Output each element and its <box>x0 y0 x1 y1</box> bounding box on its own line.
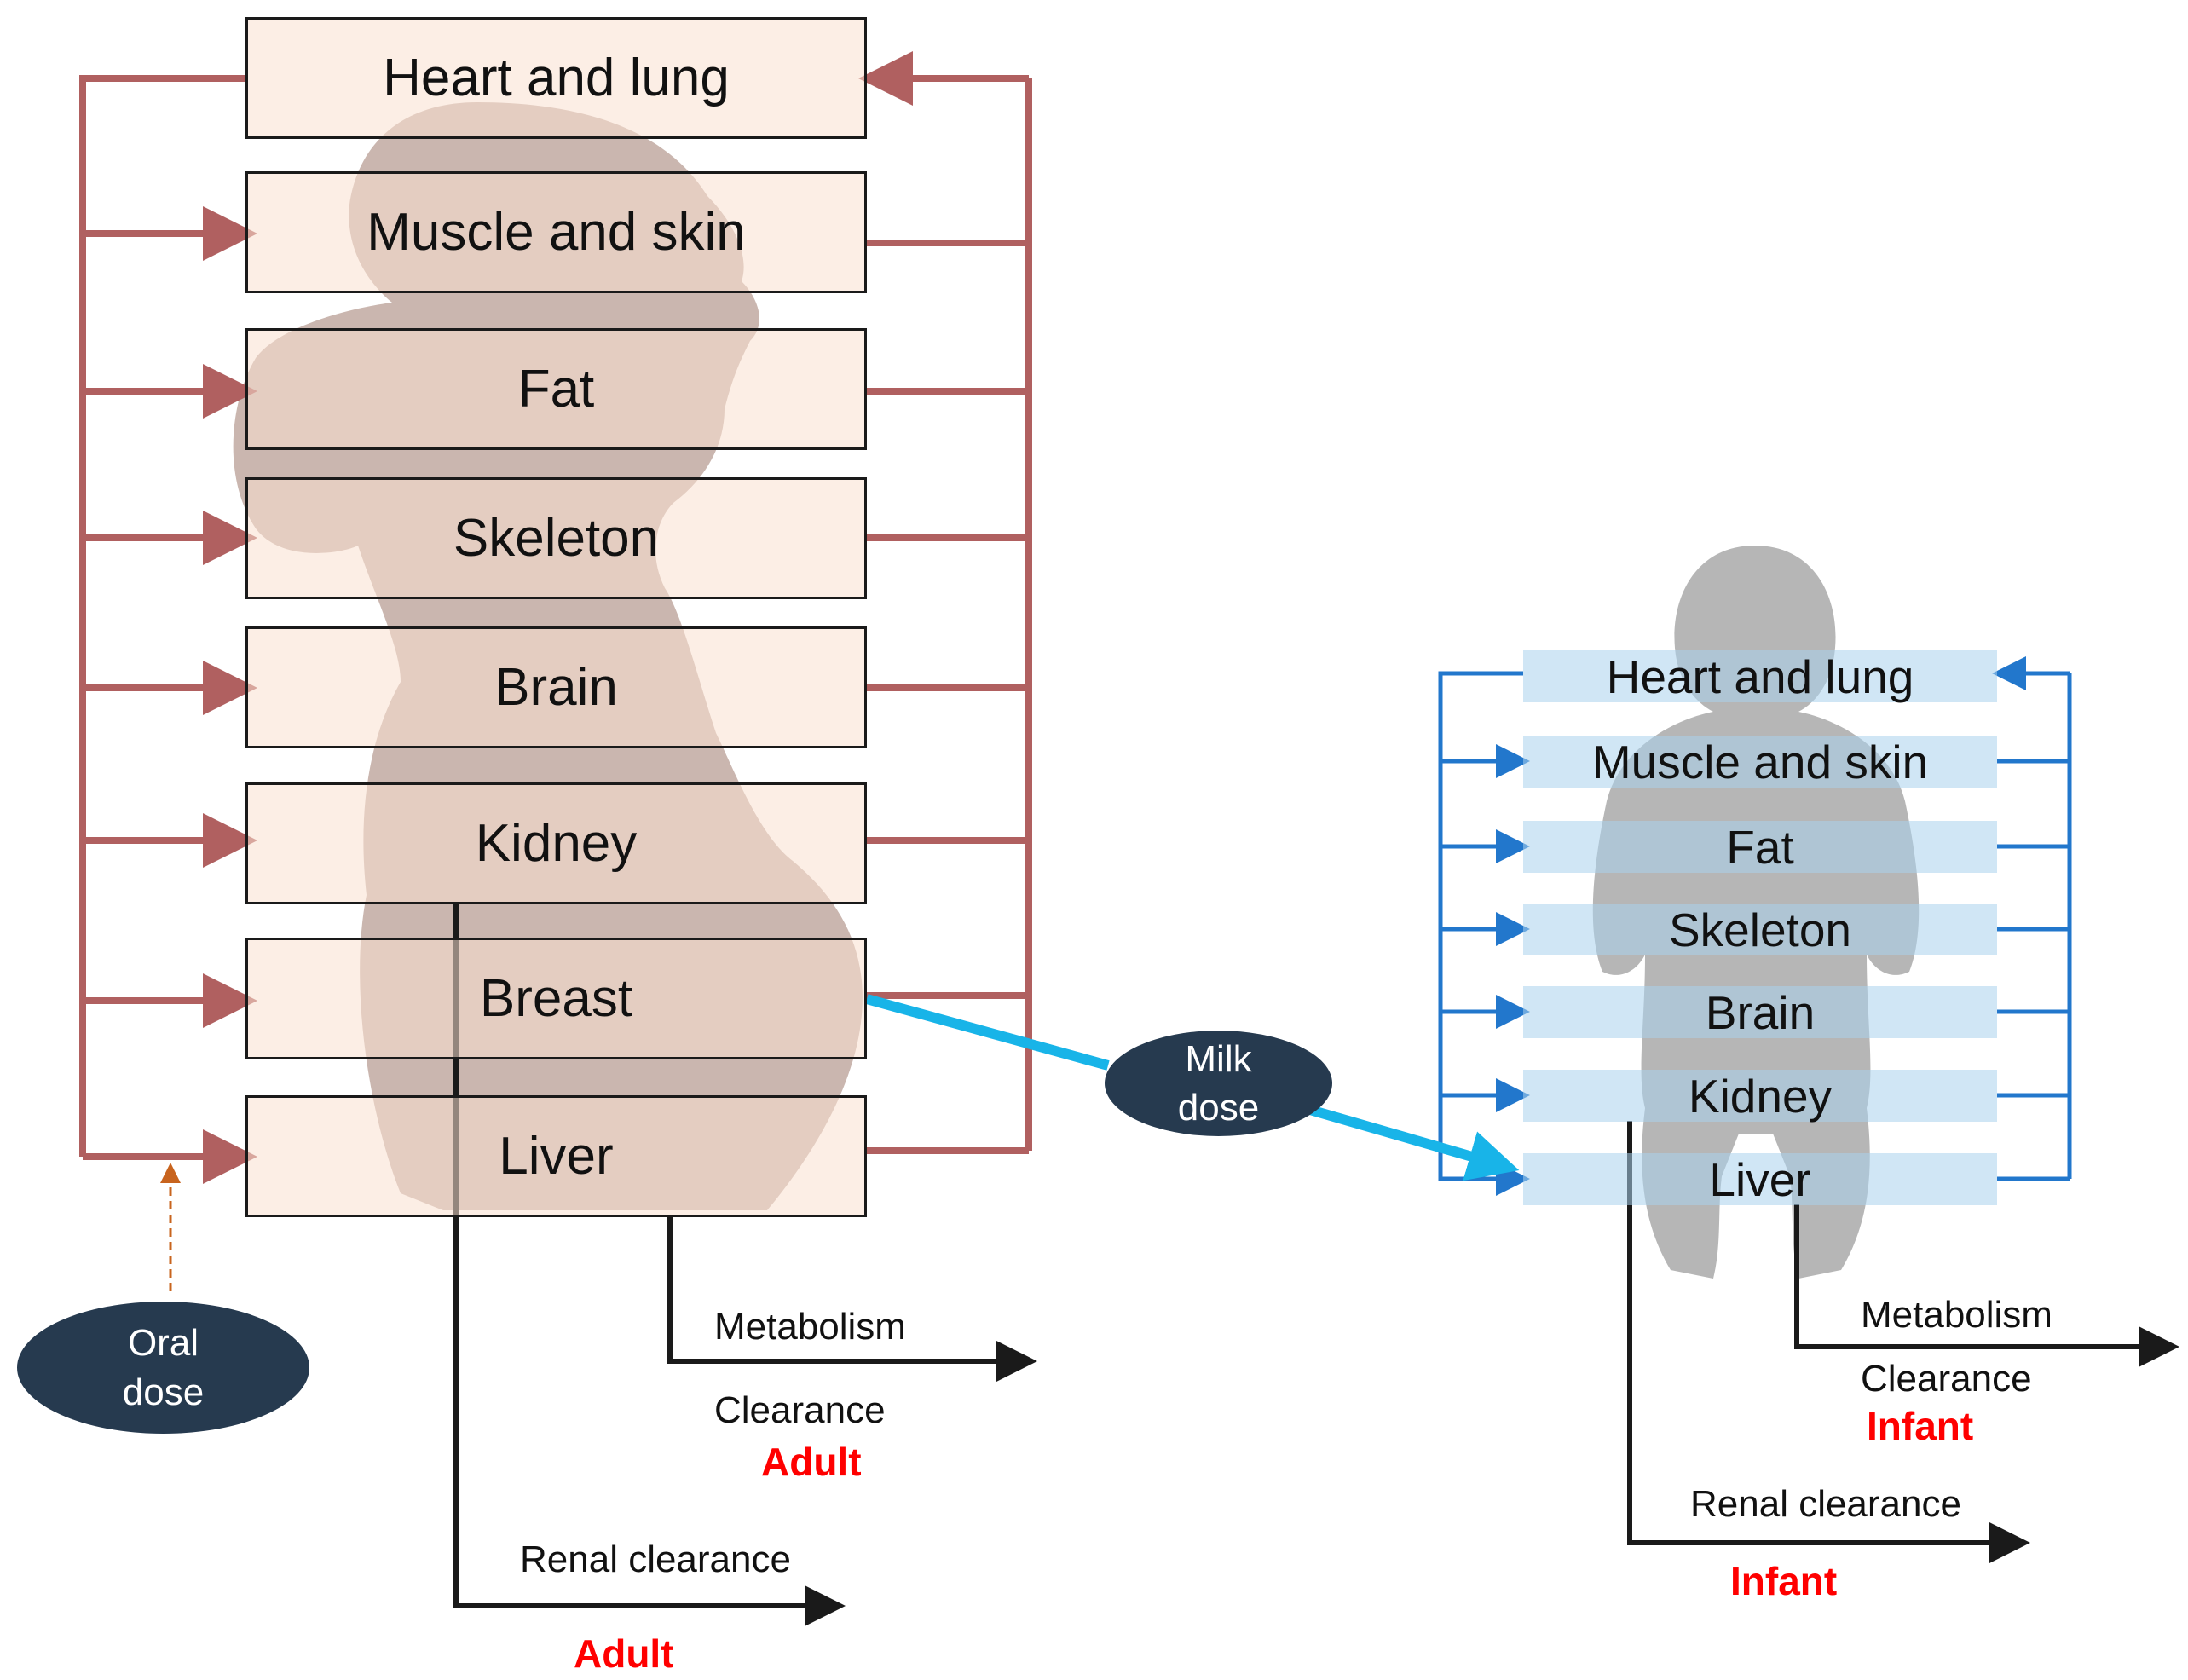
infant-skeleton: Skeleton <box>1523 904 1997 956</box>
milk-dose-line1: Milk <box>1185 1037 1252 1080</box>
infant-renal-label: Renal clearance <box>1690 1483 1961 1525</box>
oral-dose-oval: Oral dose <box>17 1302 309 1434</box>
infant-metabolism-tag: Infant <box>1867 1404 1974 1448</box>
adult-fat: Fat <box>245 328 867 450</box>
adult-breast: Breast <box>245 938 867 1059</box>
oral-dose-line1: Oral <box>127 1322 199 1365</box>
milk-transfer-arrow-a <box>865 994 1110 1071</box>
infant-kidney: Kidney <box>1523 1070 1997 1123</box>
infant-heart-lung: Heart and lung <box>1523 650 1997 703</box>
milk-dose-line2: dose <box>1177 1087 1260 1129</box>
oral-dose-line2: dose <box>122 1371 205 1413</box>
adult-kidney: Kidney <box>245 782 867 904</box>
infant-clearance-label: Clearance <box>1861 1358 2032 1400</box>
adult-renal-label: Renal clearance <box>520 1539 791 1580</box>
infant-liver: Liver <box>1523 1153 1997 1206</box>
milk-transfer-arrow-b <box>1302 1103 1520 1181</box>
adult-metabolism-clearance <box>667 1217 1037 1382</box>
adult-muscle-skin: Muscle and skin <box>245 171 867 293</box>
milk-dose-oval: Milk dose <box>1105 1031 1332 1136</box>
adult-metabolism-label: Metabolism <box>714 1306 906 1348</box>
infant-renal-clearance <box>1627 1121 2030 1563</box>
infant-brain: Brain <box>1523 986 1997 1039</box>
infant-fat: Fat <box>1523 821 1997 874</box>
adult-renal-tag: Adult <box>574 1631 674 1676</box>
adult-metabolism-tag: Adult <box>761 1440 862 1484</box>
adult-clearance-label: Clearance <box>714 1389 886 1431</box>
infant-metabolism-clearance <box>1794 1204 2179 1367</box>
adult-liver: Liver <box>245 1095 867 1217</box>
adult-arterial-trunk <box>79 75 245 1157</box>
infant-metabolism-label: Metabolism <box>1861 1294 2052 1336</box>
infant-renal-tag: Infant <box>1730 1559 1838 1603</box>
adult-skeleton: Skeleton <box>245 477 867 599</box>
infant-muscle-skin: Muscle and skin <box>1523 736 1997 788</box>
adult-brain: Brain <box>245 626 867 748</box>
adult-heart-lung: Heart and lung <box>245 17 867 139</box>
